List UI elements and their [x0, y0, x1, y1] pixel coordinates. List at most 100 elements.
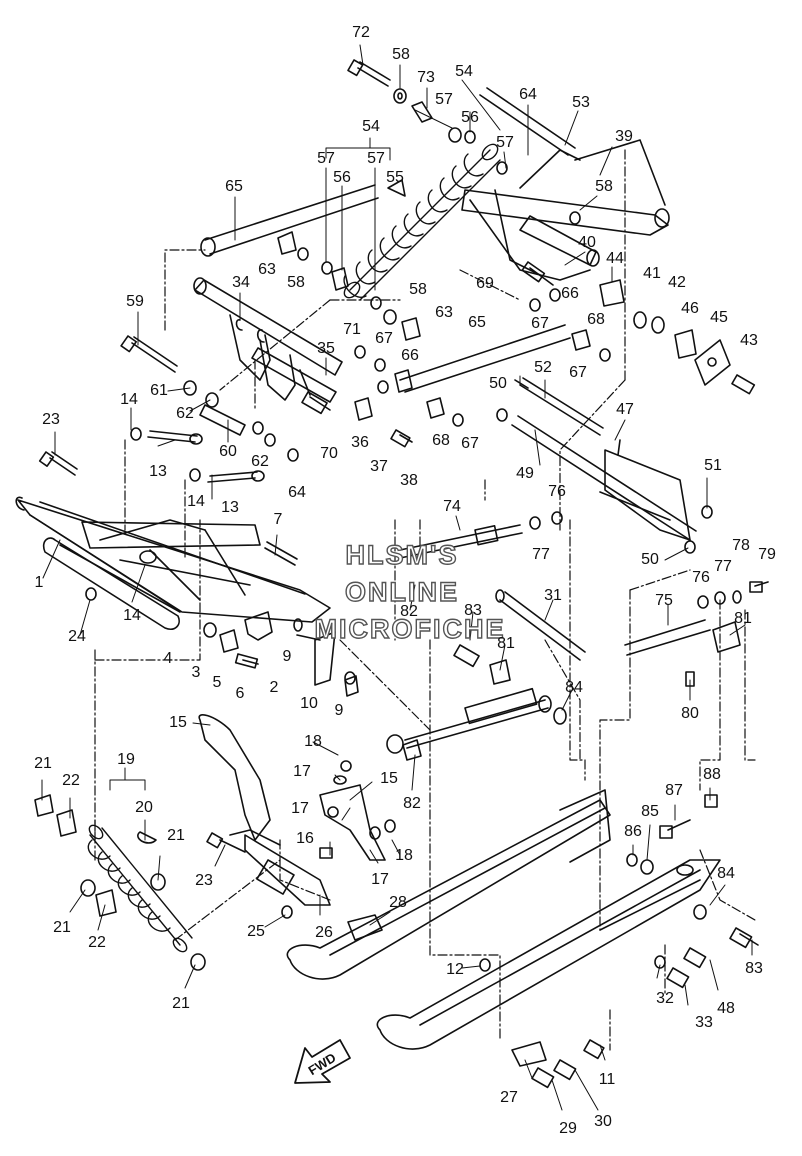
callout-54b: 54 — [455, 63, 473, 80]
callout-65a: 65 — [225, 178, 243, 195]
callout-66b: 66 — [561, 285, 579, 302]
callout-58b: 58 — [287, 274, 305, 291]
bracket-15-right — [319, 784, 386, 861]
callout-9a: 9 — [282, 648, 292, 665]
plate-45 — [694, 339, 731, 386]
callout-56a: 56 — [333, 169, 351, 186]
assembly-lines — [94, 149, 756, 1051]
callout-57c: 57 — [435, 91, 453, 108]
callout-80: 80 — [681, 705, 699, 722]
callout-78: 78 — [732, 537, 750, 554]
callout-15b: 15 — [380, 770, 398, 787]
callout-82a: 82 — [400, 603, 418, 620]
callout-30: 30 — [594, 1113, 612, 1130]
link-10 — [314, 631, 336, 686]
callout-21b: 21 — [167, 827, 185, 844]
callout-70: 70 — [320, 445, 338, 462]
callout-37: 37 — [370, 458, 388, 475]
callout-71: 71 — [343, 321, 361, 338]
callout-66a: 66 — [401, 347, 419, 364]
callout-67b: 67 — [461, 435, 479, 452]
callout-9b: 9 — [334, 702, 344, 719]
callout-31: 31 — [544, 587, 562, 604]
callout-47: 47 — [616, 401, 634, 418]
clip-27 — [511, 1041, 547, 1067]
callout-27: 27 — [500, 1089, 518, 1106]
callout-87: 87 — [665, 782, 683, 799]
callout-35: 35 — [317, 340, 335, 357]
pivot-shaft-31 — [495, 589, 586, 661]
rods — [200, 87, 711, 656]
callout-20: 20 — [135, 799, 153, 816]
lower-arm-26 — [229, 829, 331, 906]
washers — [80, 88, 742, 972]
callout-57b: 57 — [367, 150, 385, 167]
watermark-line-3: MICROFICHE — [314, 613, 506, 644]
callout-86: 86 — [624, 823, 642, 840]
callout-10: 10 — [300, 695, 318, 712]
callout-53: 53 — [572, 94, 590, 111]
callout-88: 88 — [703, 766, 721, 783]
callout-22a: 22 — [62, 772, 80, 789]
callout-4: 4 — [163, 650, 173, 667]
callout-44: 44 — [606, 250, 624, 267]
callout-77a: 77 — [532, 546, 550, 563]
callout-76b: 76 — [692, 569, 710, 586]
callout-15a: 15 — [169, 714, 187, 731]
callout-81a: 81 — [497, 635, 515, 652]
callout-77b: 77 — [714, 558, 732, 575]
callout-67a: 67 — [375, 330, 393, 347]
callout-58d: 58 — [595, 178, 613, 195]
callout-63b: 63 — [435, 304, 453, 321]
callout-42: 42 — [668, 274, 686, 291]
slide-rails — [286, 789, 721, 1050]
callout-23b: 23 — [195, 872, 213, 889]
callout-21d: 21 — [172, 995, 190, 1012]
callout-33: 33 — [695, 1014, 713, 1031]
callout-50a: 50 — [489, 375, 507, 392]
callout-36: 36 — [351, 434, 369, 451]
callout-2: 2 — [269, 679, 279, 696]
callout-68a: 68 — [432, 432, 450, 449]
callout-28: 28 — [389, 894, 407, 911]
callout-21c: 21 — [53, 919, 71, 936]
upper-right-frame — [461, 139, 670, 281]
callout-49: 49 — [516, 465, 534, 482]
callout-1: 1 — [34, 574, 44, 591]
callout-62b: 62 — [251, 453, 269, 470]
callout-76a: 76 — [548, 483, 566, 500]
callout-74: 74 — [443, 498, 461, 515]
callout-16: 16 — [296, 830, 314, 847]
callout-17c: 17 — [371, 871, 389, 888]
callout-14b: 14 — [187, 493, 205, 510]
callout-34: 34 — [232, 274, 250, 291]
callout-55: 55 — [386, 169, 404, 186]
callout-40: 40 — [578, 234, 596, 251]
callout-22b: 22 — [88, 934, 106, 951]
callout-65b: 65 — [468, 314, 486, 331]
callout-48: 48 — [717, 1000, 735, 1017]
upper-shaft-assembly — [193, 277, 343, 403]
callout-84b: 84 — [717, 865, 735, 882]
bolts — [38, 59, 769, 1089]
callout-67c: 67 — [531, 315, 549, 332]
callout-43: 43 — [740, 332, 758, 349]
callout-68b: 68 — [587, 311, 605, 328]
callout-13b: 13 — [221, 499, 239, 516]
watermark-line-2: ONLINE — [344, 576, 460, 607]
watermark-line-1: HLSM'S — [345, 539, 459, 570]
callout-84a: 84 — [565, 679, 583, 696]
callout-52: 52 — [534, 359, 552, 376]
callout-23a: 23 — [42, 411, 60, 428]
callout-17a: 17 — [293, 763, 311, 780]
bracket-15-left — [198, 714, 271, 841]
callout-64b: 64 — [288, 484, 306, 501]
callout-46: 46 — [681, 300, 699, 317]
callout-14c: 14 — [123, 607, 141, 624]
callout-60: 60 — [219, 443, 237, 460]
clip-28 — [347, 914, 383, 941]
callout-5: 5 — [212, 674, 222, 691]
callout-45: 45 — [710, 309, 728, 326]
callout-85: 85 — [641, 803, 659, 820]
